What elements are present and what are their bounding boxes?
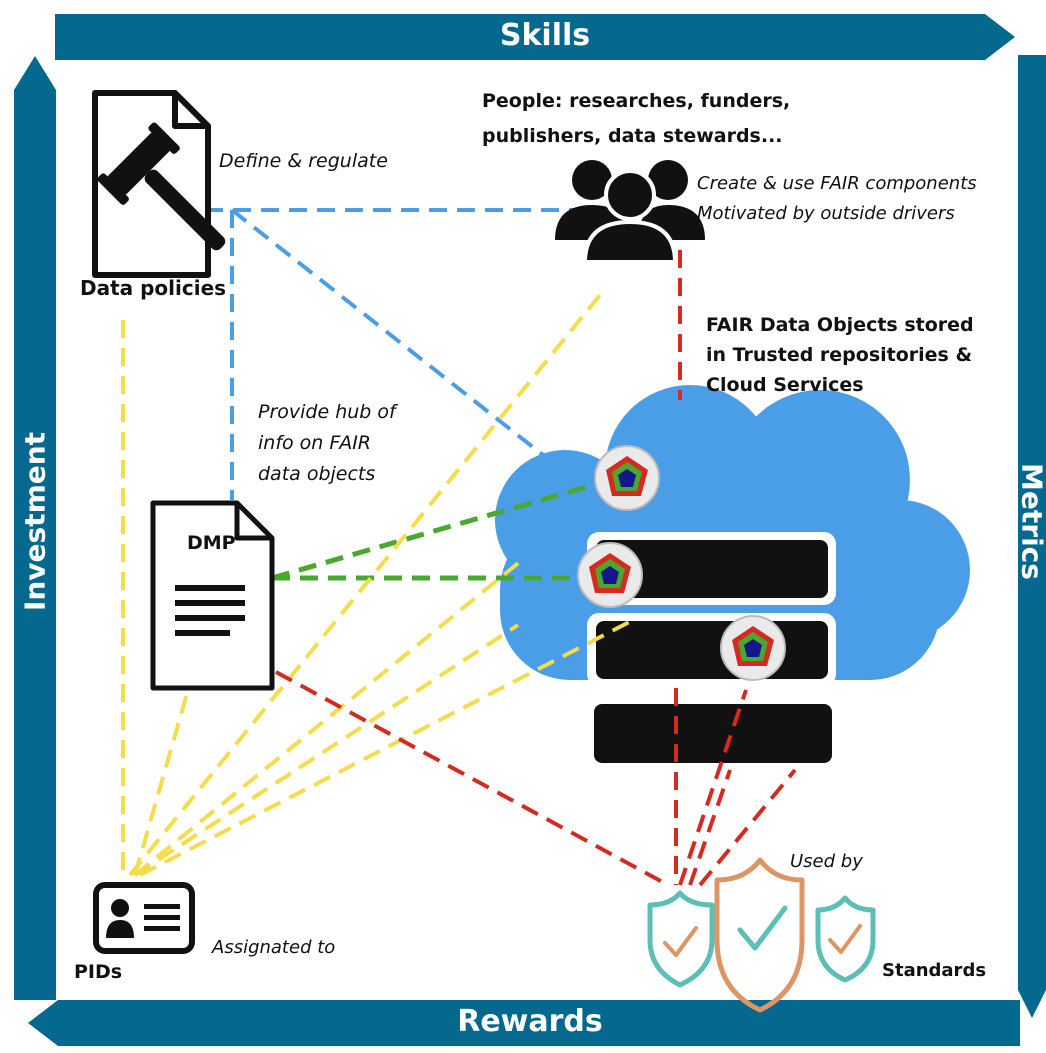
data-policies-caption: Define & regulate — [219, 150, 388, 172]
fair-object-icon — [594, 445, 660, 511]
standards-title: Standards — [882, 960, 987, 981]
skills-arrow — [55, 14, 1015, 60]
rewards-label: Rewards — [457, 1004, 603, 1039]
shield-check-icon — [647, 890, 715, 988]
fair-object-icon — [577, 542, 643, 608]
people-caption-line1: Create & use FAIR components — [697, 173, 977, 194]
people-group-icon — [555, 160, 705, 264]
blue-links — [205, 208, 575, 500]
shield-check-icon — [714, 857, 805, 1013]
people-caption-line2: Motivated by outside drivers — [697, 203, 955, 224]
metrics-arrow — [1018, 55, 1046, 1018]
people-title-line2: publishers, data stewards... — [482, 125, 783, 147]
id-card-icon — [93, 882, 195, 954]
green-links — [271, 480, 601, 581]
pids-title: PIDs — [74, 961, 123, 983]
gavel-document-icon — [92, 90, 226, 278]
pids-caption: Assignated to — [212, 937, 336, 958]
investment-arrow — [14, 56, 56, 1000]
yellow-links — [121, 293, 638, 877]
standards-caption: Used by — [790, 851, 863, 872]
data-policies-title: Data policies — [80, 276, 227, 300]
people-title-line1: People: researches, funders, — [482, 90, 791, 112]
repositories-line2: in Trusted repositories & — [706, 344, 973, 366]
metrics-label: Metrics — [1015, 463, 1046, 580]
dmp-document-icon — [150, 500, 275, 691]
dmp-caption-line2: info on FAIR — [258, 432, 371, 454]
fair-object-icon — [720, 615, 786, 681]
skills-label: Skills — [499, 18, 591, 53]
dmp-caption-line3: data objects — [258, 463, 376, 485]
repositories-line1: FAIR Data Objects stored — [706, 314, 974, 336]
shield-check-icon — [815, 895, 876, 983]
red-links — [275, 250, 797, 887]
repositories-line3: Cloud Services — [706, 374, 864, 396]
investment-label: Investment — [18, 431, 52, 612]
dmp-label: DMP — [187, 532, 236, 554]
rewards-arrow — [28, 1000, 1020, 1046]
dmp-caption-line1: Provide hub of — [258, 401, 396, 423]
